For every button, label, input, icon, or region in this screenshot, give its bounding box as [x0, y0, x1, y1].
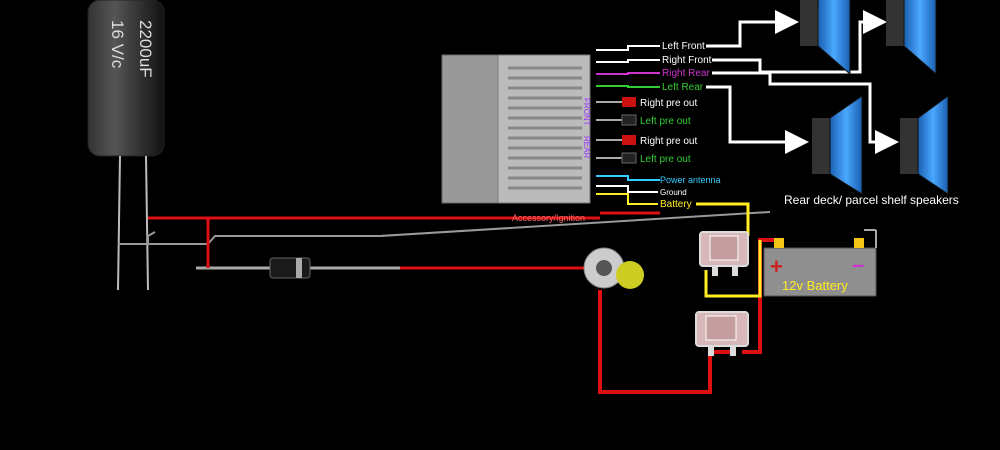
- preout-front-left: Left pre out: [640, 116, 691, 127]
- battery-wire-label: Battery: [660, 199, 692, 210]
- front-label: FRONT: [582, 98, 591, 126]
- speakers-label: Rear deck/ parcel shelf speakers: [784, 193, 959, 207]
- battery: + – 12v Battery: [763, 229, 877, 297]
- red-wires: [148, 211, 780, 394]
- capacitor-rating: 2200uF: [136, 20, 155, 78]
- battery-plus: +: [770, 254, 783, 279]
- ground-label: Ground: [660, 188, 687, 197]
- speaker-rear-left: [812, 95, 863, 195]
- speaker-wire-right-front: Right Front: [662, 55, 712, 66]
- preout-front-right: Right pre out: [640, 98, 697, 109]
- capacitor-voltage: 16 V/c: [108, 20, 127, 69]
- head-unit: FRONT REAR: [441, 54, 591, 204]
- power-antenna-label: Power antenna: [660, 175, 721, 185]
- ground-wires: [118, 211, 771, 270]
- speaker-front-left: [800, 0, 851, 76]
- speaker-wire-left-rear: Left Rear: [662, 82, 704, 93]
- rear-label: REAR: [582, 136, 591, 158]
- battery-label: 12v Battery: [782, 278, 848, 293]
- diode: [269, 257, 311, 279]
- accessory-label: Accessory/Ignition: [512, 213, 585, 223]
- fuse-upper: [699, 231, 749, 276]
- head-unit-grille: [508, 66, 582, 190]
- preout-rear-left: Left pre out: [640, 154, 691, 165]
- speaker-rear-right: [900, 95, 949, 195]
- preout-group: Right pre out Left pre out Right pre out…: [596, 97, 697, 165]
- ignition-switch: [583, 247, 644, 289]
- speaker-wire-group: Left Front Right Front Right Rear Left R…: [596, 41, 712, 93]
- fuse-lower: [695, 311, 749, 356]
- capacitor: 2200uF 16 V/c: [87, 0, 165, 291]
- preout-rear-right: Right pre out: [640, 136, 697, 147]
- speaker-arrows: [706, 10, 899, 154]
- battery-minus: –: [852, 252, 864, 277]
- speaker-front-right: [886, 0, 937, 76]
- speaker-wire-right-rear: Right Rear: [662, 68, 710, 79]
- speaker-wire-left-front: Left Front: [662, 41, 705, 52]
- power-wire-group: Power antenna Ground Battery Accessory/I…: [512, 175, 721, 223]
- yellow-wire: [696, 202, 762, 298]
